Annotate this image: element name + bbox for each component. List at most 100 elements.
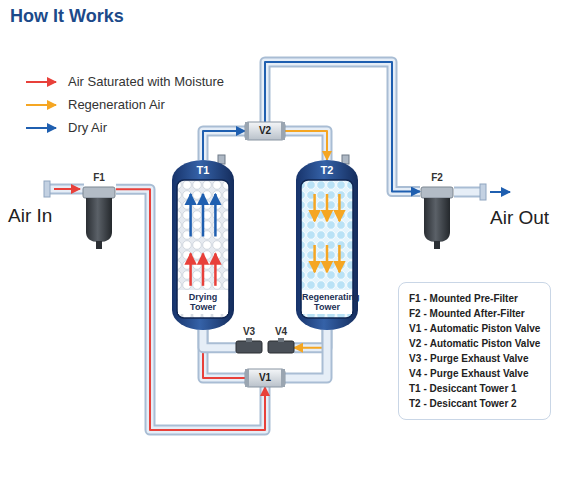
part-tag: F2: [420, 172, 454, 184]
legend-arrow-line: [26, 81, 56, 83]
pipe-wall: [203, 330, 236, 348]
exhaust-valve-body: [268, 341, 294, 353]
flow-line: [203, 330, 245, 378]
tower-name: Drying Tower: [178, 290, 228, 314]
desiccant-bed: [177, 180, 229, 318]
valve-end: [245, 122, 249, 140]
port-label: Air Out: [490, 207, 549, 229]
pipe-core: [203, 330, 236, 348]
flow-arrow: [326, 245, 329, 272]
outlet-cap: [480, 184, 486, 200]
key-box: F1 - Mounted Pre-FilterF2 - Mounted Afte…: [398, 282, 551, 420]
exhaust-valve: V3: [236, 326, 262, 357]
valve-body: [245, 122, 285, 140]
key-entry: F2 - Mounted After-Filter: [409, 306, 540, 321]
flow-arrow: [313, 194, 316, 221]
pipe-connector: [116, 189, 265, 430]
inlet-cap: [44, 181, 50, 197]
port-label: Air In: [8, 205, 52, 227]
diagram-title: How It Works: [10, 6, 124, 27]
key-entry: V2 - Automatic Piston Valve: [409, 336, 540, 351]
pipe-wall: [285, 131, 327, 160]
part-tag: V1: [245, 369, 285, 387]
flow-arrow: [214, 194, 217, 237]
outlet-pipe-core: [454, 189, 482, 196]
tower-nozzle: [218, 155, 225, 164]
shape-outline: [420, 172, 454, 250]
flow-arrow: [338, 245, 341, 272]
pipe-connector: [203, 330, 245, 378]
legend-text: Regeneration Air: [68, 97, 165, 113]
desiccant-bed: [301, 180, 353, 318]
legend-arrow-line: [26, 104, 56, 106]
valve-body: [245, 369, 285, 387]
flow-arrow: [202, 254, 205, 286]
legend-arrow-line: [26, 127, 56, 129]
legend-arrow-sample: [22, 74, 62, 90]
part-tag: F1: [82, 172, 116, 184]
pipe-core: [285, 131, 327, 160]
tower-nozzle: [342, 155, 349, 164]
exhaust-valve-handle: [246, 338, 252, 342]
pipe-wall: [116, 189, 265, 430]
valve-end: [281, 122, 285, 140]
legend-text: Air Saturated with Moisture: [68, 74, 224, 90]
pipe-core: [285, 330, 327, 378]
desiccant-tower: T1Drying Tower: [172, 160, 234, 330]
flow-arrow: [338, 194, 341, 221]
exhaust-valve-body: [236, 341, 262, 353]
pipe-wall: [203, 330, 245, 378]
flow-arrow: [202, 194, 205, 237]
pipe-connector: [285, 131, 327, 160]
outlet-arrow: [490, 191, 510, 193]
flow-line: [285, 131, 327, 160]
flow-arrow: [189, 254, 192, 286]
part-tag: V3: [236, 326, 262, 338]
filter-cap: [83, 187, 115, 198]
tower-tag: T1: [172, 161, 234, 179]
inlet-pipe: [48, 184, 84, 195]
valve-end: [281, 369, 285, 387]
key-entry: V1 - Automatic Piston Valve: [409, 321, 540, 336]
pipe-connector: [285, 330, 327, 378]
outlet-pipe: [454, 187, 482, 198]
key-entry: T2 - Desiccant Tower 2: [409, 396, 540, 411]
exhaust-valve-handle: [278, 338, 284, 342]
shape-outline: [82, 172, 116, 250]
pipe-wall: [285, 330, 327, 378]
flow-arrow: [189, 194, 192, 237]
filter-unit: F1: [82, 172, 116, 250]
part-tag: V4: [268, 326, 294, 338]
flow-line: [116, 189, 265, 430]
legend-arrow-sample: [22, 97, 62, 113]
valve-end: [245, 369, 249, 387]
filter-drain: [434, 241, 440, 249]
key-entry: F1 - Mounted Pre-Filter: [409, 291, 540, 306]
exhaust-valve: V4: [268, 326, 294, 357]
piston-valve: V1: [245, 369, 285, 387]
key-entry: V3 - Purge Exhaust Valve: [409, 351, 540, 366]
pipe-core: [203, 330, 245, 378]
filter-bowl: [86, 198, 112, 242]
piston-valve: V2: [245, 122, 285, 140]
part-tag: V2: [245, 122, 285, 140]
flow-arrow: [313, 245, 316, 272]
inlet-pipe-core: [48, 186, 84, 193]
filter-drain: [96, 241, 102, 249]
flow-arrow: [326, 194, 329, 221]
key-entry: V4 - Purge Exhaust Valve: [409, 366, 540, 381]
pipe-core: [116, 189, 265, 430]
filter-cap: [421, 187, 453, 198]
filter-unit: F2: [420, 172, 454, 250]
pipe-connector: [203, 330, 236, 348]
tower-tag: T2: [296, 161, 358, 179]
tower-shell: [172, 160, 234, 330]
tower-name: Regenerating Tower: [302, 290, 352, 314]
legend-text: Dry Air: [68, 120, 107, 136]
filter-bowl: [424, 198, 450, 242]
flow-arrow: [214, 254, 217, 286]
key-entry: T1 - Desiccant Tower 1: [409, 381, 540, 396]
tower-shell: [296, 160, 358, 330]
legend-arrow-sample: [22, 120, 62, 136]
